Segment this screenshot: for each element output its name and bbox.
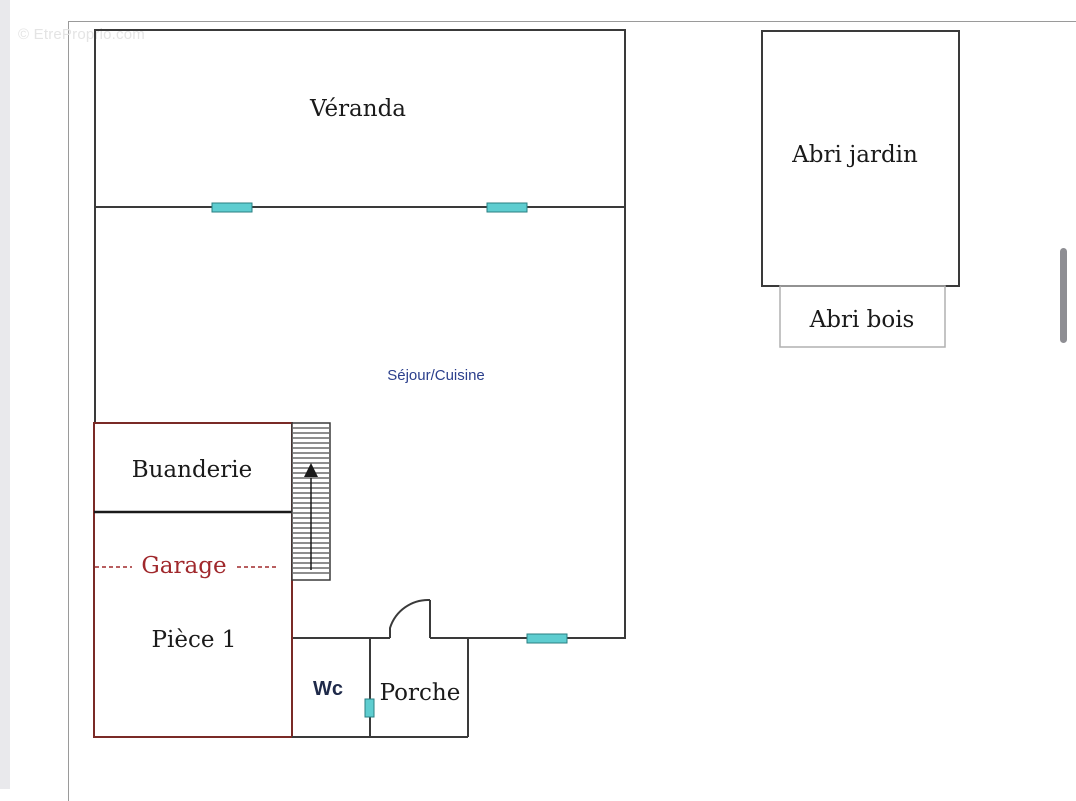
room-label-abri-bois: Abri bois <box>809 307 915 333</box>
stair-up-arrow-icon <box>304 463 318 477</box>
wc-porche-block <box>292 637 469 738</box>
abri-bois-outline <box>779 285 946 348</box>
room-label-buanderie: Buanderie <box>132 457 253 483</box>
window-veranda-right <box>486 202 528 213</box>
vertical-scrollbar-thumb[interactable] <box>1060 248 1067 343</box>
room-label-garage: Garage <box>141 553 226 579</box>
left-edge-strip <box>0 0 10 789</box>
room-label-veranda: Véranda <box>309 96 406 122</box>
image-viewer-frame <box>68 21 1076 801</box>
entry-door <box>389 598 431 638</box>
window-bottom <box>526 633 568 644</box>
windows <box>211 202 568 718</box>
room-label-abri-jardin: Abri jardin <box>791 142 918 168</box>
room-label-piece-1: Pièce 1 <box>152 627 237 653</box>
room-label-porche: Porche <box>380 680 461 706</box>
room-label-sejour-cuisine: Séjour/Cuisine <box>387 367 485 384</box>
staircase <box>291 422 331 581</box>
window-veranda-left <box>211 202 253 213</box>
room-label-wc: Wc <box>313 678 343 700</box>
window-wc <box>364 698 375 718</box>
